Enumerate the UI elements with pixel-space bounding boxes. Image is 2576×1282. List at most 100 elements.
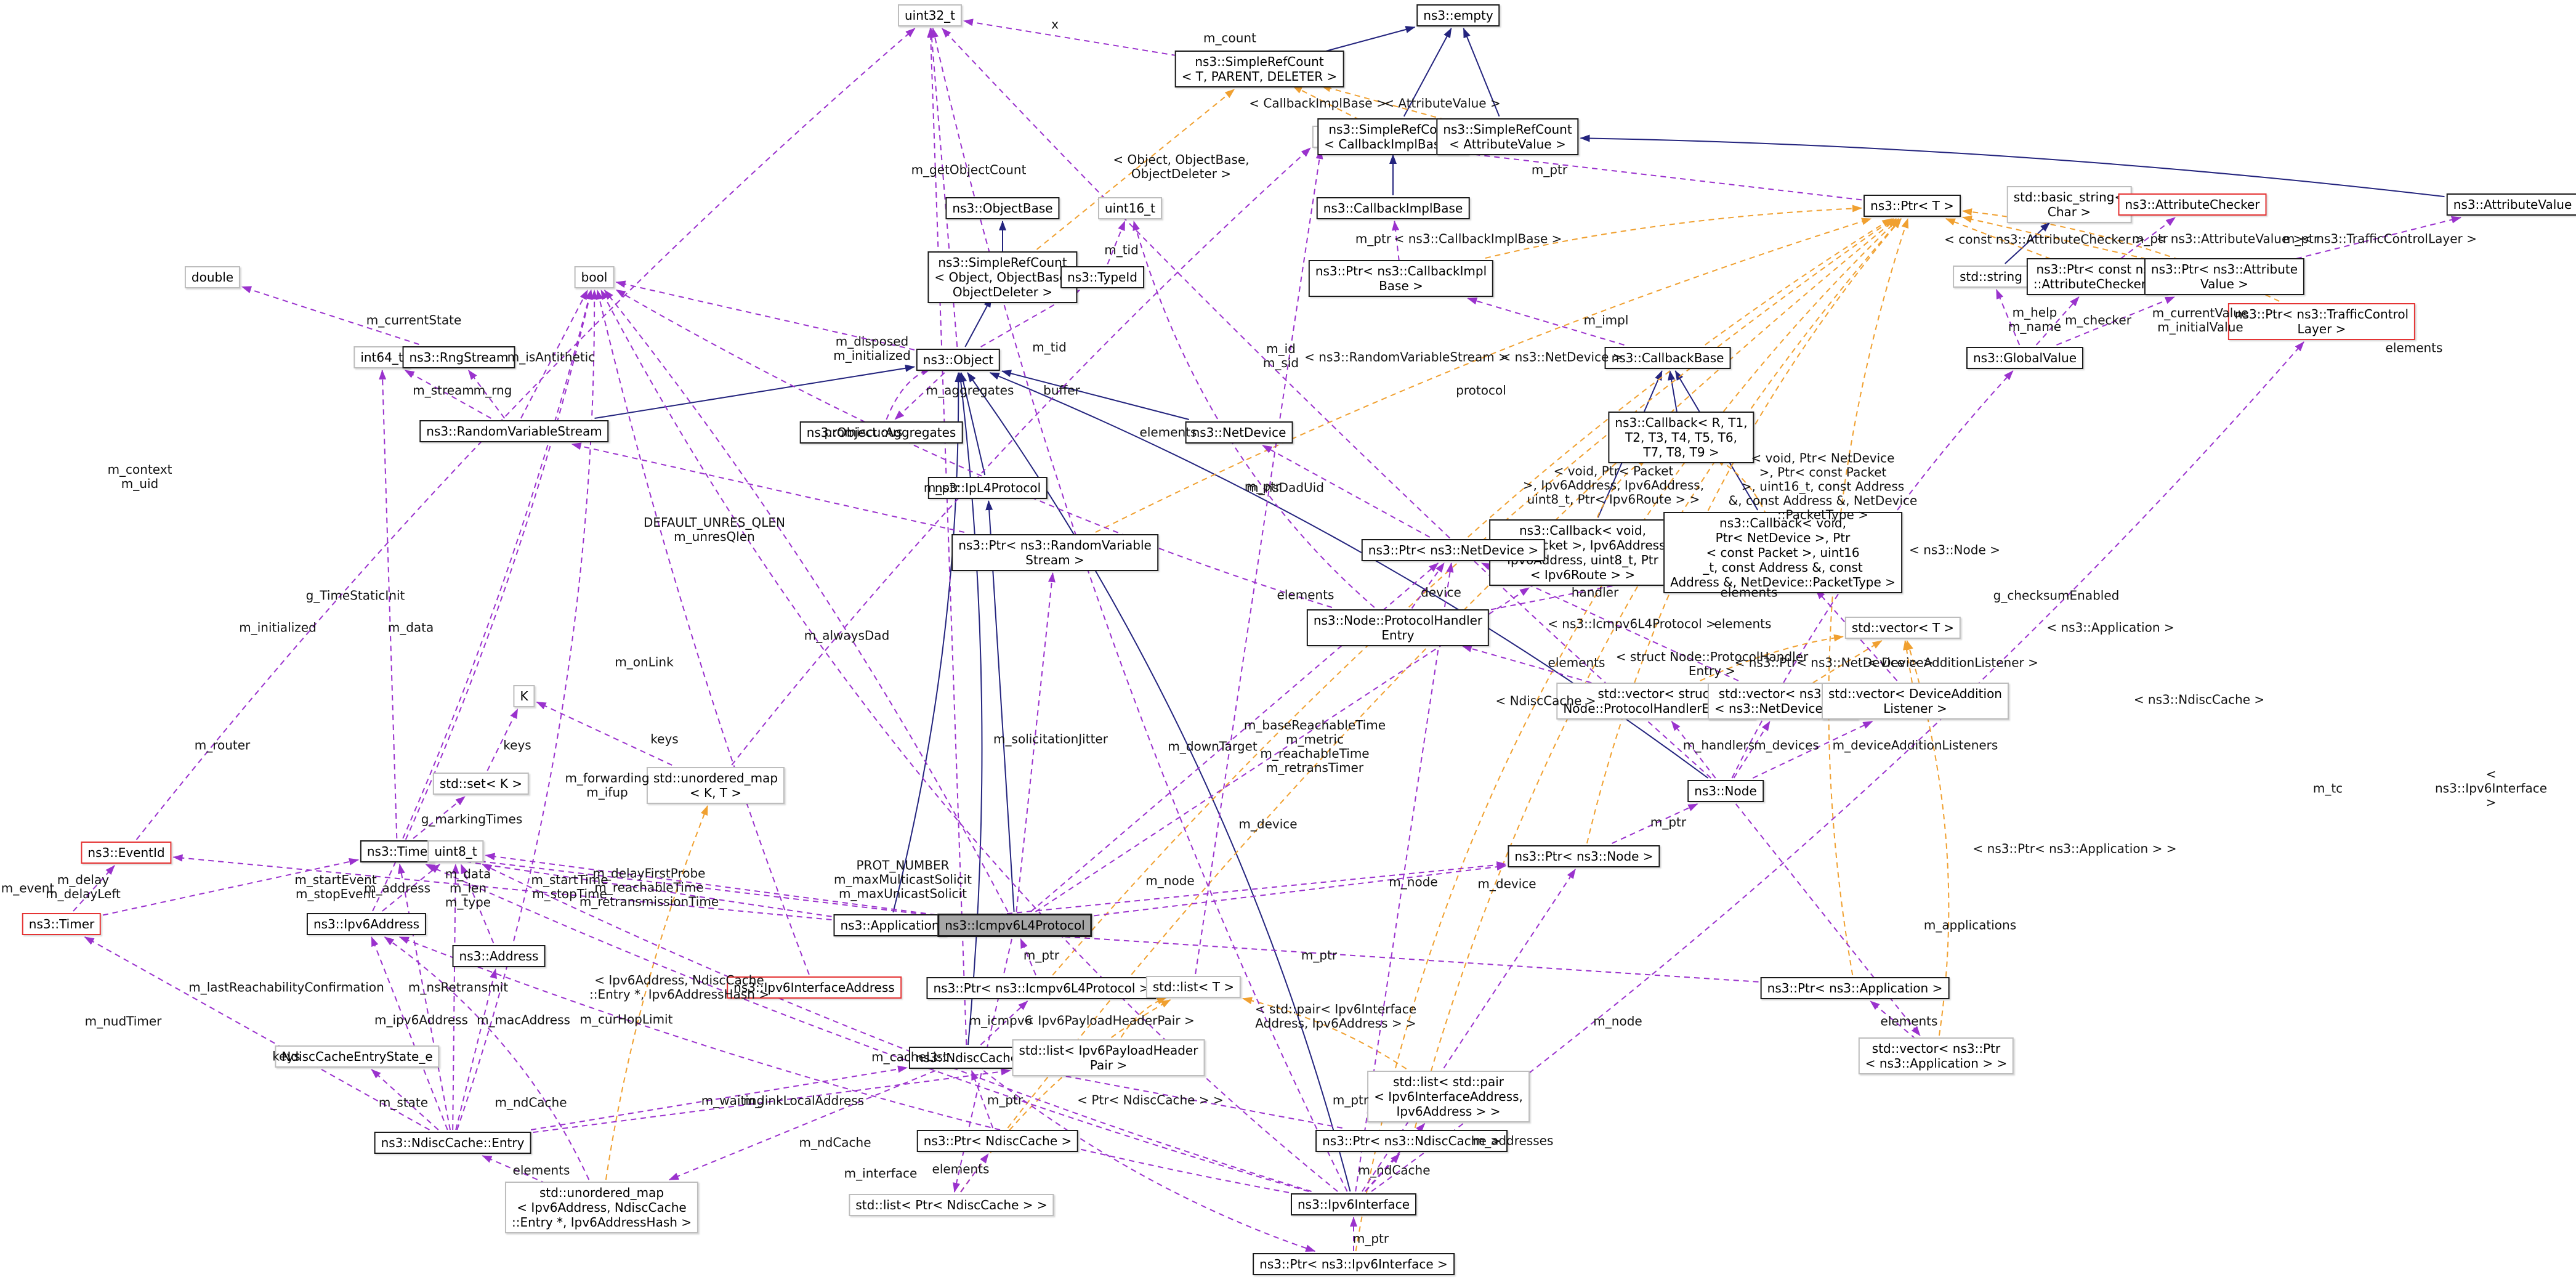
class-node-ptr_app[interactable]: ns3::Ptr< ns3::Application > [1760,977,1950,999]
class-node-rvs[interactable]: ns3::RandomVariableStream [419,420,609,442]
edge-ndentry-ndcache [530,1065,908,1130]
class-node-app[interactable]: ns3::Application [833,914,947,936]
class-node-addr[interactable]: ns3::Address [452,945,546,967]
class-node-obj_base[interactable]: ns3::ObjectBase [945,197,1060,219]
class-node-attr_value[interactable]: ns3::AttributeValue [2446,193,2576,216]
edge-gvalue-ptr_cac [2035,296,2080,346]
class-node-ipv6addr[interactable]: ns3::Ipv6Address [306,913,427,935]
edge-phe-bool [615,289,1333,608]
class-node-ptr_icmpv6[interactable]: ns3::Ptr< ns3::Icmpv6L4Protocol > [926,977,1157,999]
edge-src_av-empty [1463,28,1500,117]
class-node-list_payload[interactable]: std::list< Ipv6PayloadHeader Pair > [1012,1039,1205,1076]
class-node-rng[interactable]: ns3::RngStream [402,346,515,368]
class-node-src_av[interactable]: ns3::SimpleRefCount < AttributeValue > [1436,118,1579,155]
edge-umap_ipv6-ndentry [482,1155,565,1192]
class-node-ptr_cib[interactable]: ns3::Ptr< ns3::CallbackImpl Base > [1308,260,1494,297]
class-node-ptr_ndc[interactable]: ns3::Ptr< NdiscCache > [916,1130,1079,1152]
class-node-ptr_nd[interactable]: ns3::Ptr< ns3::NetDevice > [1361,539,1546,561]
edge-ipv6ifaddr-bool [596,290,810,975]
class-node-umap_ipv6[interactable]: std::unordered_map < Ipv6Address, NdiscC… [504,1182,699,1233]
edge-ptr_av-attr_value [2296,216,2461,259]
class-node-ptr_T[interactable]: ns3::Ptr< T > [1863,195,1961,217]
class-node-set_K[interactable]: std::set< K > [432,773,530,795]
class-node-time[interactable]: ns3::Time [360,840,435,862]
class-node-aggregates[interactable]: ns3::Object::Aggregates [799,421,963,444]
edge-icmpv6-time [435,853,936,917]
class-node-empty[interactable]: ns3::empty [1416,4,1500,26]
class-node-vec_ptr_app[interactable]: std::vector< ns3::Ptr < ns3::Application… [1858,1037,2014,1074]
class-node-bool[interactable]: bool [574,266,615,288]
class-node-int64[interactable]: int64_t [353,346,410,368]
edge-ipv6if-ipv6addr [398,936,1290,1193]
class-node-list_pair[interactable]: std::list< std::pair < Ipv6InterfaceAddr… [1367,1071,1530,1122]
class-node-ptr_ipv6if[interactable]: ns3::Ptr< ns3::Ipv6Interface > [1253,1253,1455,1275]
class-node-object[interactable]: ns3::Object [916,349,1001,371]
class-node-cb_R[interactable]: ns3::Callback< R, T1, T2, T3, T4, T5, T6… [1608,412,1754,463]
class-node-K[interactable]: K [513,685,535,707]
class-node-cb_nd[interactable]: ns3::Callback< void, Ptr< NetDevice >, P… [1663,512,1902,593]
edge-gvalue-str [1995,289,2021,346]
class-node-ptr_node[interactable]: ns3::Ptr< ns3::Node > [1508,845,1660,867]
class-node-ipv6ifaddr[interactable]: ns3::Ipv6InterfaceAddress [727,976,902,999]
edge-ipv6if-ptr_ns3_ndc [1365,1153,1400,1192]
edge-list_payload-list_T [1120,997,1167,1038]
edge-set_K-K [487,708,519,771]
edge-ndentry-ndisc_state [371,1069,439,1130]
edge-vec_dal-vec_T [1903,640,1913,683]
class-node-umap_KT[interactable]: std::unordered_map < K, T > [646,767,785,804]
class-node-netdev[interactable]: ns3::NetDevice [1185,421,1293,444]
class-node-uint16[interactable]: uint16_t [1097,197,1163,219]
class-node-src_obj[interactable]: ns3::SimpleRefCount < Object, ObjectBase… [927,251,1078,303]
class-node-uint8[interactable]: uint8_t [427,840,484,862]
class-node-ptr_av[interactable]: ns3::Ptr< ns3::Attribute Value > [2144,258,2305,295]
edge-list_ptr_ndisc-ptr_ndc [960,1153,989,1193]
class-node-uint32[interactable]: uint32_t [897,4,963,26]
class-node-node[interactable]: ns3::Node [1687,780,1764,802]
class-node-phe[interactable]: ns3::Node::ProtocolHandler Entry [1306,609,1490,646]
class-node-ptr_rvs[interactable]: ns3::Ptr< ns3::RandomVariable Stream > [951,534,1158,571]
class-node-icmpv6[interactable]: ns3::Icmpv6L4Protocol [937,914,1092,937]
edge-ipv6if-time [425,864,1309,1192]
edge-ipv6addr-bool [372,290,593,912]
edge-vec_ptr_app-vec_T [1906,640,1950,1036]
class-node-attr_checker[interactable]: ns3::AttributeChecker [2118,193,2267,216]
class-node-ipv6if[interactable]: ns3::Ipv6Interface [1291,1193,1416,1215]
edge-ptr_ns3_ndc-ptr_T [1414,218,1902,1129]
edge-src_av-src_tpd [1320,84,1446,121]
edge-node-vec_ptr_nd [1733,721,1770,779]
class-node-gvalue[interactable]: ns3::GlobalValue [1966,347,2084,369]
edge-src_cib-empty [1403,28,1452,117]
edge-cb_base-ptr_cib [1467,297,1625,346]
class-node-ipl4[interactable]: ns3::IpL4Protocol [927,477,1048,499]
edge-src_tpd-uint32 [963,18,1177,57]
edge-ptr_cib-ptr_T [1485,205,1862,259]
class-node-ndentry[interactable]: ns3::NdiscCache::Entry [374,1132,531,1154]
class-node-str[interactable]: std::string [1953,266,2029,288]
class-node-str_basic[interactable]: std::basic_string< Char > [2006,186,2132,223]
edge-ptr_nd-netdev [1262,445,1431,538]
class-node-list_T[interactable]: std::list< T > [1145,976,1242,998]
class-node-ptr_tcl[interactable]: ns3::Ptr< ns3::TrafficControl Layer > [2227,303,2416,340]
class-node-timer[interactable]: ns3::Timer [22,913,102,935]
class-node-cb_base[interactable]: ns3::CallbackBase [1604,347,1731,369]
edge-ndentry-list_payload [533,1068,1011,1134]
class-node-ndisc_state[interactable]: NdiscCacheEntryState_e [275,1045,440,1068]
class-node-ndcache[interactable]: ns3::NdiscCache [908,1047,1025,1069]
edge-ndentry-time [397,864,451,1130]
class-node-typeid[interactable]: ns3::TypeId [1060,266,1144,288]
class-node-cib[interactable]: ns3::CallbackImplBase [1316,197,1470,219]
edge-ipv6if-ptr_tcl [1371,341,2304,1192]
class-node-ptr_ns3_ndc[interactable]: ns3::Ptr< ns3::NdiscCache > [1315,1130,1508,1152]
edge-ptr_cac-attr_checker [2120,217,2176,259]
class-node-list_ptr_ndisc[interactable]: std::list< Ptr< NdiscCache > > [849,1194,1054,1216]
class-node-vec_dal[interactable]: std::vector< DeviceAddition Listener > [1822,683,2009,720]
class-node-src_tpd[interactable]: ns3::SimpleRefCount < T, PARENT, DELETER… [1174,51,1344,87]
edge-app-time [435,854,832,917]
edge-ndentry-addr [455,968,498,1130]
edge-icmpv6-ptr_rvs [1015,572,1056,912]
edge-netdev-object [1001,370,1190,420]
class-node-double[interactable]: double [184,266,241,288]
class-node-vec_T[interactable]: std::vector< T > [1844,617,1961,639]
class-node-eventid[interactable]: ns3::EventId [81,842,172,864]
